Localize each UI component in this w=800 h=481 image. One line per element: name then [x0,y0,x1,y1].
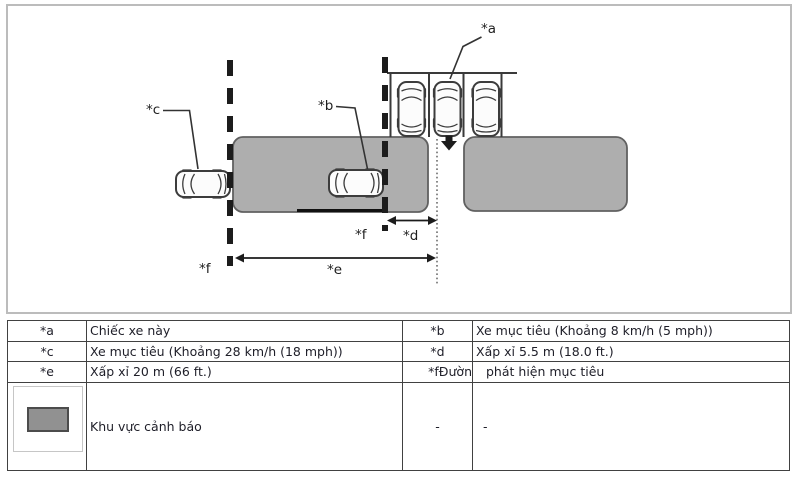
legend-key-a: *a [8,321,87,342]
this-vehicle-icon [431,81,464,137]
legend-value-e: Xấp xỉ 20 m (66 ft.) [87,362,403,383]
approaching-car-c-icon [175,168,231,200]
distance-arrow-d [387,216,437,225]
leader-line-a [449,36,482,80]
callout-c: *c [146,102,160,118]
callout-d: *d [403,228,418,244]
parked-car-right-icon [470,81,502,137]
legend-table: *a Chiếc xe này *b Xe mục tiêu (Khoảng 8… [7,320,790,471]
legend-key-b: *b [403,321,473,342]
legend-key-e: *e [8,362,87,383]
callout-e: *e [327,262,342,278]
warning-area-swatch [27,406,69,432]
distance-arrow-e [235,253,436,263]
callout-f-mid: *f [355,227,368,243]
legend-value-c: Xe mục tiêu (Khoảng 28 km/h (18 mph)) [87,342,403,362]
legend-value-f: phát hiện mục tiêu [473,362,789,383]
legend-swatch-cell [8,383,87,470]
warning-zone-right [463,136,628,212]
callout-f-left: *f [199,261,212,277]
warning-area-swatch-box [13,386,83,452]
legend-dash-value: - [483,418,488,434]
parked-car-left-icon [395,81,428,137]
leader-line-c [163,109,199,170]
callout-b: *b [318,98,333,114]
legend-key-f: *fĐườn [403,362,473,383]
rcta-detection-diagram: *a *b *c *d *e *f *f [6,4,792,314]
callout-a: *a [481,21,496,37]
legend-value-d: Xấp xỉ 5.5 m (18.0 ft.) [473,342,789,362]
legend-dash-key: - [403,383,473,470]
legend-key-c: *c [8,342,87,362]
legend-value-warning-area: Khu vực cảnh báo [87,383,403,470]
approaching-car-b-icon [328,167,384,199]
legend-key-d: *d [403,342,473,362]
leader-line-b [335,105,369,170]
legend-value-a: Chiếc xe này [87,321,403,342]
legend-value-b: Xe mục tiêu (Khoảng 8 km/h (5 mph)) [473,321,789,342]
reverse-direction-arrow [441,135,457,151]
